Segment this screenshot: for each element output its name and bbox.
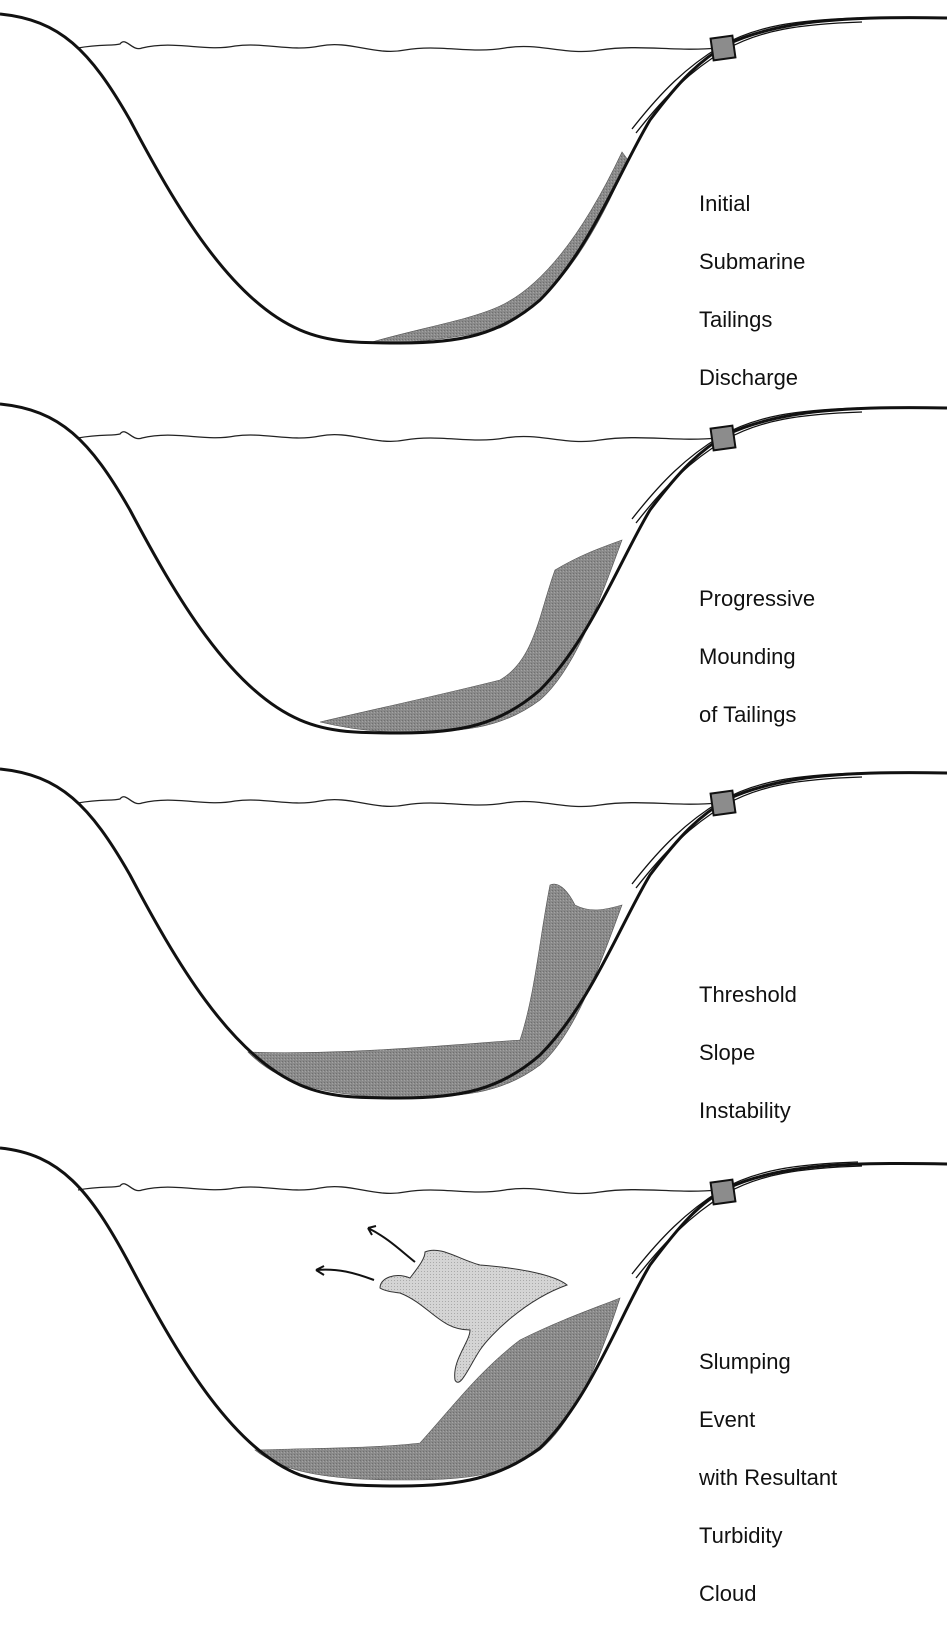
- label-line: Mounding: [699, 642, 815, 671]
- tailings-deposit: [320, 540, 622, 732]
- label-line: Progressive: [699, 584, 815, 613]
- outfall-pipe-icon: [711, 1180, 736, 1205]
- water-surface: [78, 1184, 718, 1194]
- panel-threshold-svg: [0, 755, 947, 1135]
- water-surface: [78, 432, 718, 442]
- tailings-deposit: [255, 1298, 620, 1480]
- panel-initial-discharge: Initial Submarine Tailings Discharge: [0, 0, 947, 380]
- outfall-pipe-icon: [711, 791, 736, 816]
- label-line: Threshold: [699, 980, 797, 1009]
- outfall-pipe-icon: [711, 36, 736, 61]
- label-line: Instability: [699, 1096, 797, 1125]
- tailings-deposit: [372, 152, 628, 343]
- label-line: Event: [699, 1405, 837, 1434]
- label-line: of Tailings: [699, 700, 815, 729]
- label-line: Submarine: [699, 247, 805, 276]
- panel-threshold-instability: Threshold Slope Instability: [0, 755, 947, 1135]
- outfall-pipe-icon: [711, 426, 736, 451]
- label-line: Cloud: [699, 1579, 837, 1608]
- label-line: Discharge: [699, 363, 805, 392]
- cloud-drift-arrow-icon: [368, 1226, 415, 1262]
- label-line: Turbidity: [699, 1521, 837, 1550]
- stage-label-threshold: Threshold Slope Instability: [699, 951, 797, 1154]
- label-line: Tailings: [699, 305, 805, 334]
- panel-progressive-mounding: Progressive Mounding of Tailings: [0, 390, 947, 770]
- label-line: Slumping: [699, 1347, 837, 1376]
- cloud-drift-arrow-icon: [316, 1266, 374, 1280]
- tailings-stages-diagram: Initial Submarine Tailings Discharge Pro…: [0, 0, 947, 1515]
- label-line: Slope: [699, 1038, 797, 1067]
- stage-label-initial: Initial Submarine Tailings Discharge: [699, 160, 805, 421]
- tailings-deposit: [248, 884, 622, 1097]
- label-line: with Resultant: [699, 1463, 837, 1492]
- water-surface: [78, 42, 718, 52]
- outfall-pipe: [636, 22, 862, 133]
- label-line: Initial: [699, 189, 805, 218]
- water-surface: [78, 797, 718, 807]
- panel-slumping-event: Slumping Event with Resultant Turbidity …: [0, 1130, 947, 1510]
- stage-label-mounding: Progressive Mounding of Tailings: [699, 555, 815, 758]
- stage-label-slumping: Slumping Event with Resultant Turbidity …: [699, 1318, 837, 1637]
